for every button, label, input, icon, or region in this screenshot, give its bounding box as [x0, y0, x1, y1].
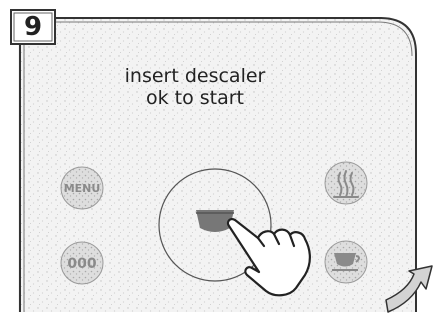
menu-button-label: MENU	[64, 182, 101, 195]
display-line-1: insert descaler	[100, 65, 290, 87]
display-message: insert descaler ok to start	[100, 65, 290, 109]
menu-button[interactable]: MENU	[61, 167, 103, 209]
step-number: 9	[11, 10, 55, 44]
display-line-2: ok to start	[100, 87, 290, 109]
strength-button[interactable]: 000	[61, 242, 103, 284]
coffee-button[interactable]	[325, 241, 367, 283]
steam-button[interactable]	[325, 162, 367, 204]
strength-button-label: 000	[67, 256, 96, 272]
